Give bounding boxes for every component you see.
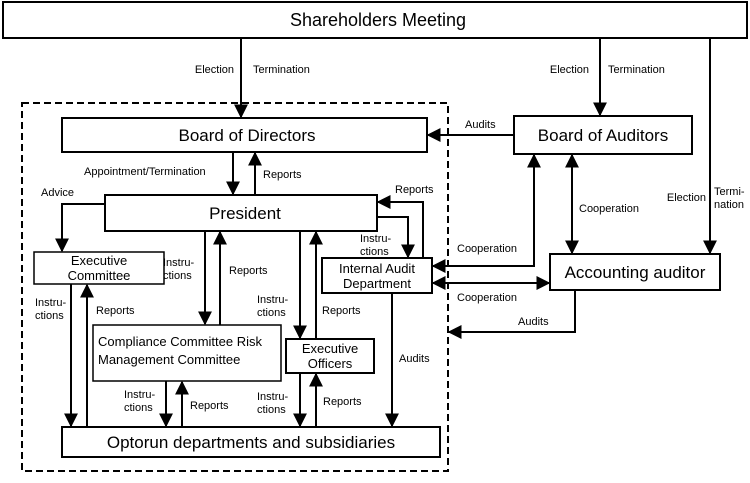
president-box: President — [104, 194, 378, 232]
label-election-auditors: Election — [550, 64, 589, 76]
label-election-directors: Election — [195, 64, 234, 76]
label-termination-directors: Termination — [253, 64, 310, 76]
departments-label: Optorun departments and subsidiaries — [107, 433, 395, 452]
board-of-directors-box: Board of Directors — [61, 117, 428, 153]
executive-officers-label-2: Officers — [308, 356, 353, 371]
label-audits-internal-departments: Audits — [399, 353, 430, 365]
president-label: President — [209, 204, 281, 223]
label-reports-compliance-dept: Reports — [190, 400, 229, 412]
accounting-auditor-box: Accounting auditor — [549, 253, 721, 291]
board-of-directors-label: Board of Directors — [179, 126, 316, 145]
label-instructions-officers-dept-2: ctions — [257, 404, 286, 416]
accounting-auditor-label: Accounting auditor — [565, 263, 706, 282]
arrow-auditors-internal-cooperation — [431, 153, 541, 273]
label-instructions-compliance-1: Instru- — [163, 257, 195, 269]
internal-audit-label-1: Internal Audit — [339, 261, 415, 276]
label-instructions-officers-dept-1: Instru- — [257, 391, 289, 403]
departments-box: Optorun departments and subsidiaries — [61, 426, 441, 458]
compliance-label-1: Compliance Committee Risk — [98, 334, 262, 349]
arrow-accounting-audits-company — [447, 290, 576, 339]
label-instructions-compliance-dept-1: Instru- — [124, 389, 156, 401]
label-reports-internal: Reports — [395, 184, 434, 196]
label-appointment: Appointment/Termination — [84, 166, 206, 178]
label-cooperation-auditors-internal: Cooperation — [457, 243, 517, 255]
internal-audit-label-2: Department — [343, 276, 411, 291]
label-reports-compliance: Reports — [229, 265, 268, 277]
board-of-auditors-box: Board of Auditors — [513, 115, 693, 155]
label-reports-officers: Reports — [322, 305, 361, 317]
label-cooperation-internal-accounting: Cooperation — [457, 292, 517, 304]
label-instructions-exec-2: ctions — [35, 310, 64, 322]
label-instructions-internal-1: Instru- — [360, 233, 392, 245]
compliance-label-2: Management Committee — [98, 352, 240, 367]
label-instructions-compliance-dept-2: ctions — [124, 402, 153, 414]
label-instructions-officers-1: Instru- — [257, 294, 289, 306]
board-of-auditors-label: Board of Auditors — [538, 126, 668, 145]
label-instructions-internal-2: ctions — [360, 246, 389, 258]
label-instructions-compliance-2: ctions — [163, 270, 192, 282]
executive-officers-box: Executive Officers — [285, 338, 375, 374]
label-audits-directors: Audits — [465, 119, 496, 131]
arrow-internal-audit-to-president — [376, 195, 424, 258]
executive-committee-box: Executive Committee — [33, 251, 165, 285]
label-termination-accounting-2: nation — [714, 199, 744, 211]
shareholders-meeting-label: Shareholders Meeting — [290, 10, 466, 30]
label-termination-accounting-1: Termi- — [714, 186, 745, 198]
executive-officers-label-1: Executive — [302, 341, 358, 356]
executive-committee-label-2: Committee — [68, 268, 131, 283]
label-instructions-officers-2: ctions — [257, 307, 286, 319]
arrow-president-to-internal-audit — [377, 216, 415, 259]
internal-audit-box: Internal Audit Department — [321, 257, 433, 294]
label-reports-officers-dept: Reports — [323, 396, 362, 408]
arrow-president-to-exec-committee — [55, 203, 105, 253]
label-instructions-exec-1: Instru- — [35, 297, 67, 309]
label-reports-president-directors: Reports — [263, 169, 302, 181]
label-audits-accounting: Audits — [518, 316, 549, 328]
label-advice: Advice — [41, 187, 74, 199]
shareholders-meeting-box: Shareholders Meeting — [2, 1, 748, 39]
executive-committee-label-1: Executive — [71, 253, 127, 268]
label-reports-exec: Reports — [96, 305, 135, 317]
label-election-accounting: Election — [667, 192, 706, 204]
compliance-committee-box: Compliance Committee Risk Management Com… — [92, 324, 282, 382]
label-cooperation-auditors-accounting: Cooperation — [579, 203, 639, 215]
label-termination-auditors: Termination — [608, 64, 665, 76]
